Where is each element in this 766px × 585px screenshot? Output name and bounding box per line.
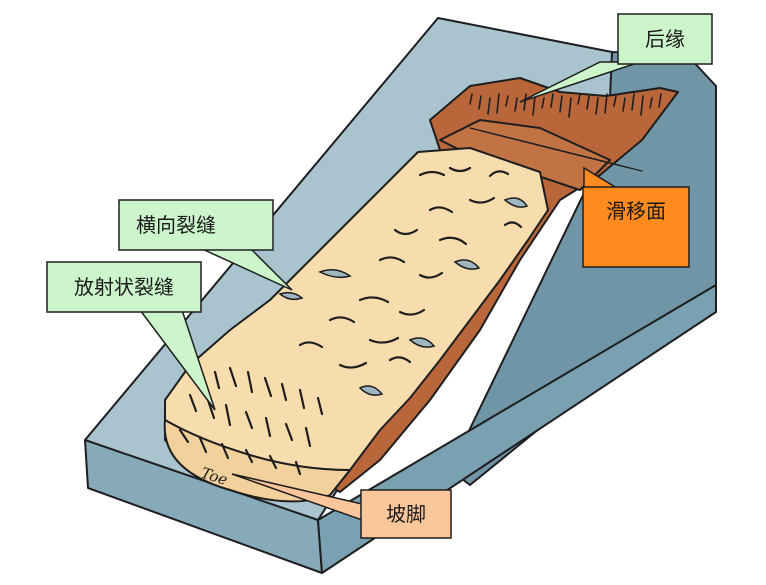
scarp-hatch (577, 93, 581, 105)
crack-stroke (246, 370, 254, 394)
crack-stroke (224, 403, 232, 427)
scarp-hatch (640, 95, 644, 116)
slip-surface-striation (601, 160, 643, 172)
scarp-hatch (604, 93, 608, 114)
callout-slip-box (582, 186, 690, 268)
crack-stroke (388, 356, 412, 364)
scarp-hatch (649, 97, 653, 109)
scarp-hatch (469, 93, 473, 105)
crack-stroke (398, 308, 426, 316)
scarp-hatch (595, 97, 599, 115)
scarp-hatch (586, 95, 590, 110)
callout-toe-box (360, 489, 452, 539)
crack-stroke (188, 393, 198, 413)
crack-stroke (244, 448, 254, 464)
landslide-body (163, 147, 549, 503)
scarp-hatch (568, 97, 572, 118)
scarp-hatch (622, 97, 626, 112)
callout-crown-text: 后缘 (645, 27, 685, 51)
scarp-hatch (550, 93, 554, 108)
crack-stroke (263, 376, 273, 398)
scarp-hatch (541, 97, 545, 109)
scarp-hatch (514, 97, 518, 112)
scarp-hatch (613, 95, 617, 107)
scarp-hatch (532, 95, 536, 116)
groove (358, 385, 384, 396)
crack-stroke (198, 436, 208, 454)
groove (503, 197, 529, 208)
crack-stroke (280, 382, 288, 402)
crack-stroke (393, 228, 419, 236)
crack-stroke (298, 388, 306, 410)
crack-stroke (418, 271, 444, 279)
crack-stroke (304, 426, 312, 448)
groove (278, 291, 304, 301)
callout-radial-cracks: 放射状裂缝 (46, 261, 216, 411)
callout-crown: 后缘 (519, 13, 713, 103)
scarp-hatch (559, 95, 563, 113)
crack-stroke (378, 256, 406, 264)
scarp-hatch (523, 93, 527, 111)
scarp-hatch (478, 95, 482, 110)
crack-stroke (316, 396, 324, 416)
groove (318, 269, 352, 279)
crack-stroke (298, 341, 324, 349)
callout-crown-box (617, 13, 713, 65)
transverse-crack-grooves (278, 197, 529, 396)
crack-stroke (244, 410, 254, 430)
crack-stroke (338, 361, 368, 369)
crack-stroke (368, 336, 400, 344)
callout-slip-text: 滑移面 (606, 199, 666, 223)
callout-toe-text: 坡脚 (386, 502, 426, 526)
crack-stroke (264, 416, 272, 438)
crack-stroke (178, 428, 190, 444)
scarp-hatch (505, 95, 509, 107)
crack-stroke (448, 166, 472, 173)
toe-area (163, 419, 351, 503)
crack-stroke (294, 460, 302, 476)
crack-stroke (418, 170, 446, 177)
callout-transverse-cracks: 横向裂缝 (118, 199, 293, 291)
crack-stroke (328, 316, 356, 324)
crack-stroke (358, 296, 390, 304)
scarp-hatch (487, 97, 491, 115)
callout-transverse-box (118, 199, 274, 251)
scarp-hatch (496, 93, 500, 114)
crack-stroke (268, 454, 278, 470)
crack-stroke (220, 442, 230, 460)
groove (453, 259, 481, 270)
scarp-hatch (631, 93, 635, 111)
callout-radial-text: 放射状裂缝 (74, 275, 174, 299)
crack-stroke (228, 366, 238, 388)
crack-stroke (468, 196, 496, 204)
crack-stroke (438, 236, 468, 246)
callout-radial-box (46, 261, 202, 313)
crack-stroke (284, 422, 294, 442)
callout-slip-surface: 滑移面 (582, 166, 690, 268)
crack-marks (178, 93, 662, 476)
crack-stroke (488, 170, 510, 178)
crack-stroke (428, 206, 454, 214)
callout-toe: 坡脚 (231, 473, 452, 539)
crack-stroke (213, 370, 221, 390)
groove (408, 337, 436, 348)
callout-transverse-text: 横向裂缝 (136, 213, 216, 237)
scarp-hatch (658, 93, 662, 108)
crack-stroke (503, 221, 523, 229)
